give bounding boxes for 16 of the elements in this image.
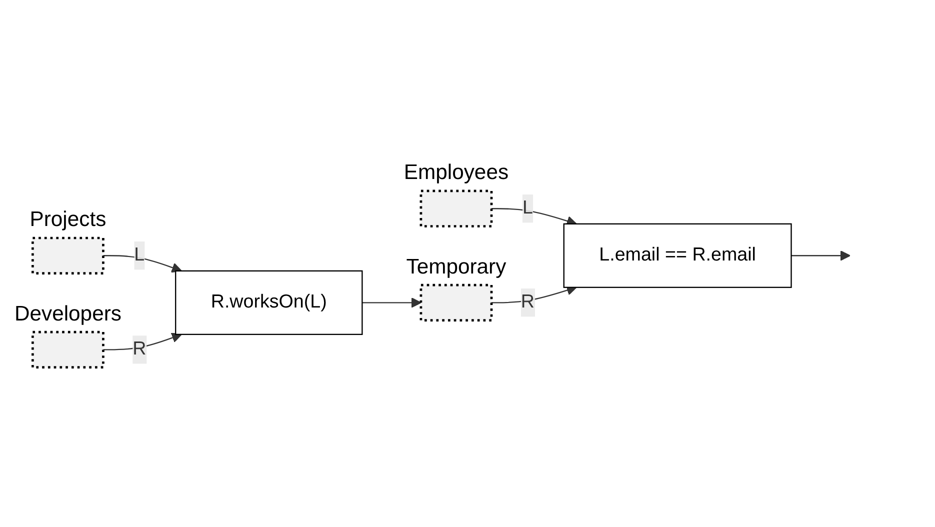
queue-caption: Developers <box>14 302 122 325</box>
queue-caption: Temporary <box>406 254 506 278</box>
node-bar <box>32 236 104 274</box>
queue-caption: Employees <box>404 160 509 184</box>
arrow <box>791 250 850 260</box>
edge-label: R <box>132 338 146 359</box>
arrow <box>362 297 422 308</box>
node-bar <box>32 330 104 368</box>
node-box: R.worksOn(L) <box>175 270 363 335</box>
edge-label: L <box>522 198 533 218</box>
node-box: L.email == R.email <box>563 222 792 288</box>
node-bar <box>420 189 493 228</box>
queue-caption: Projects <box>30 208 106 231</box>
edge-label: L <box>134 244 145 265</box>
edge-label: R <box>520 292 534 312</box>
node-bar <box>420 283 493 322</box>
